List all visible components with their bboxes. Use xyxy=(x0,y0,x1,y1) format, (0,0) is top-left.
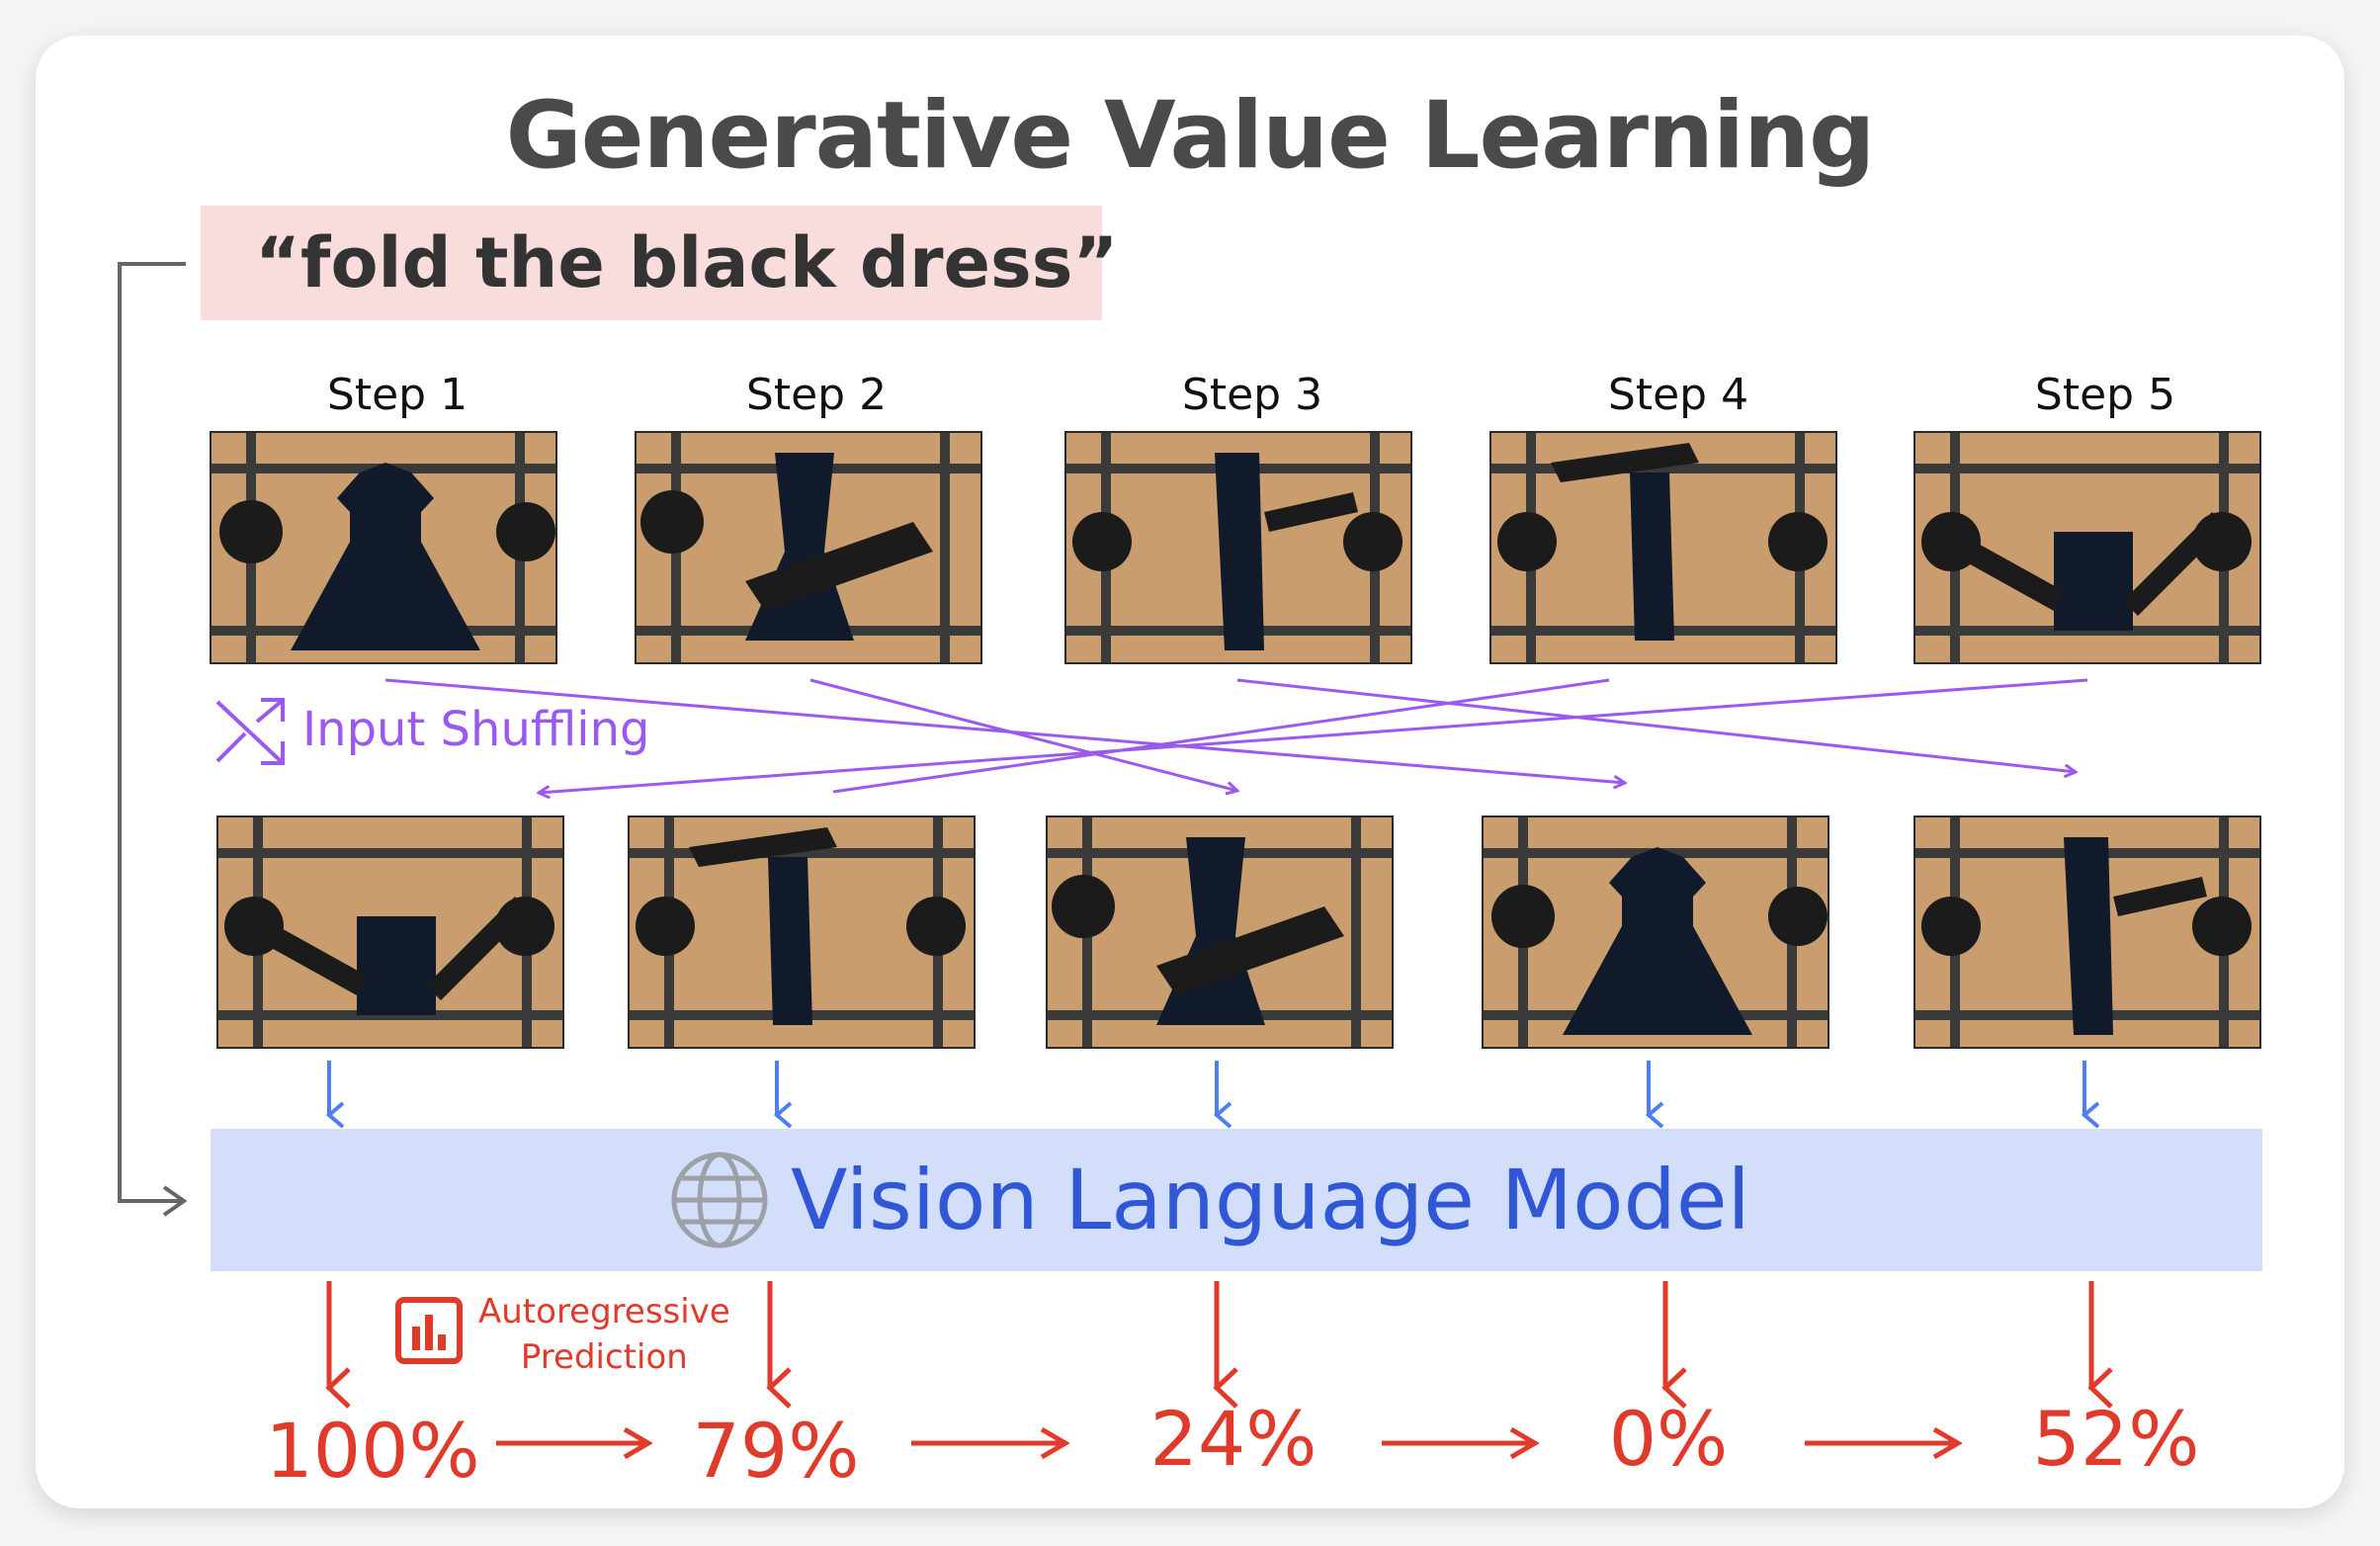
frame-shuffled-3 xyxy=(1046,816,1394,1049)
frame-shuffled-2 xyxy=(628,816,976,1049)
prediction-value-5: 52% xyxy=(2032,1395,2200,1483)
prediction-label: Autoregressive Prediction xyxy=(478,1289,730,1380)
vlm-box xyxy=(211,1129,2262,1271)
frame-ordered-4 xyxy=(1489,431,1837,664)
step-label-4: Step 4 xyxy=(1607,370,1749,420)
prediction-down-arrows xyxy=(325,1281,2113,1409)
frame-ordered-1 xyxy=(210,431,557,664)
shuffle-lines xyxy=(384,678,2088,793)
frame-shuffled-5 xyxy=(1913,816,2261,1049)
frame-ordered-5 xyxy=(1913,431,2261,664)
shuffle-label: Input Shuffling xyxy=(302,702,650,757)
step-label-2: Step 2 xyxy=(745,370,888,420)
prompt-to-vlm-arrow xyxy=(118,262,188,1217)
prediction-value-4: 0% xyxy=(1608,1395,1729,1483)
frame-ordered-2 xyxy=(635,431,982,664)
prediction-value-2: 79% xyxy=(692,1407,860,1495)
diagram-title: Generative Value Learning xyxy=(505,82,1876,190)
shuffle-icon xyxy=(215,698,285,765)
prompt-text: “fold the black dress” xyxy=(255,222,1119,303)
prompt-box xyxy=(201,206,1102,320)
frame-shuffled-1 xyxy=(216,816,564,1049)
step-label-3: Step 3 xyxy=(1181,370,1323,420)
frame-ordered-3 xyxy=(1064,431,1412,664)
step-label-1: Step 1 xyxy=(326,370,468,420)
prediction-value-1: 100% xyxy=(265,1407,480,1495)
bar-chart-icon xyxy=(395,1297,463,1364)
vlm-label: Vision Language Model xyxy=(791,1152,1750,1248)
prediction-label-line1: Autoregressive xyxy=(478,1292,730,1331)
vlm-input-arrows xyxy=(325,1061,2100,1129)
step-label-5: Step 5 xyxy=(2034,370,2176,420)
frame-shuffled-4 xyxy=(1482,816,1829,1049)
prediction-value-3: 24% xyxy=(1149,1395,1318,1483)
globe-icon xyxy=(671,1152,768,1248)
prediction-label-line2: Prediction xyxy=(520,1337,688,1377)
